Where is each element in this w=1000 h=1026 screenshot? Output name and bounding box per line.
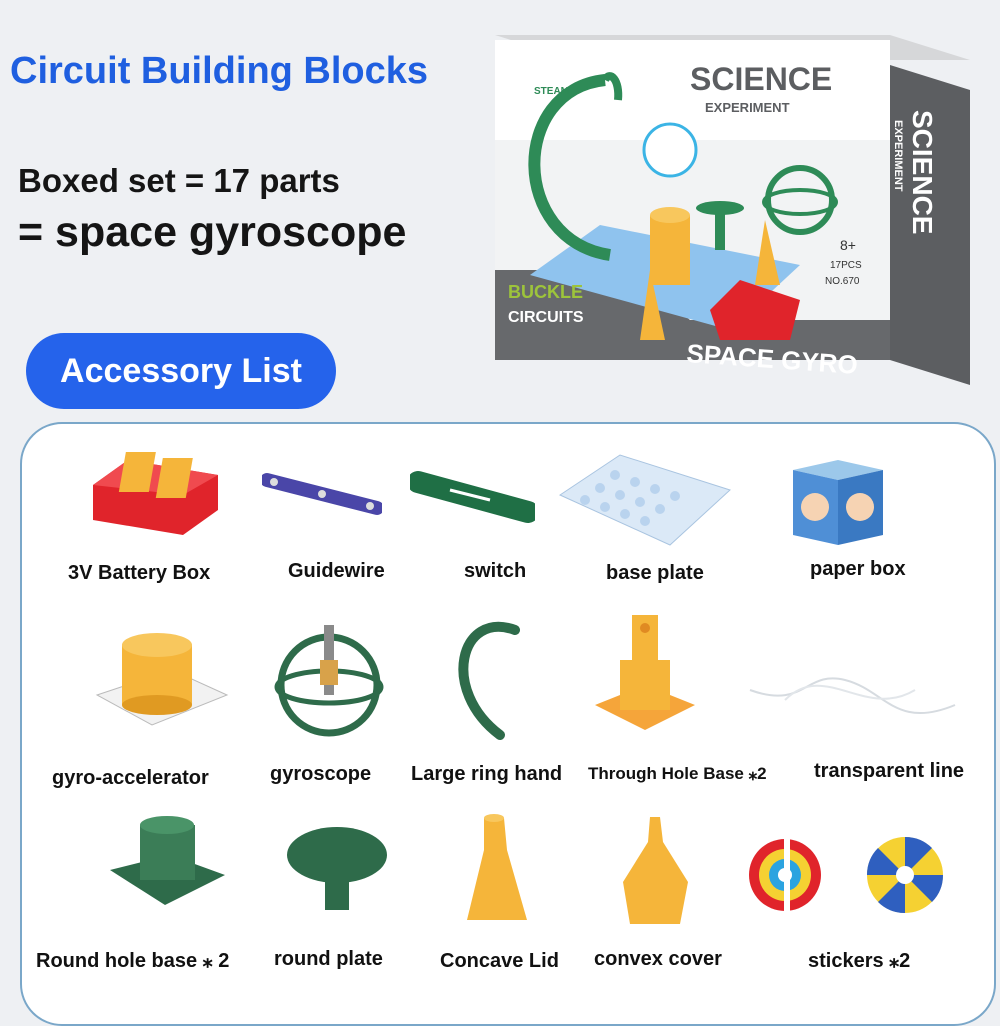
base-plate-icon: [555, 450, 735, 550]
through-hole-base-icon: [590, 610, 700, 740]
paper-box-icon: [788, 455, 888, 550]
transparent-line-icon: [745, 660, 960, 740]
product-equation-line: = space gyroscope: [18, 208, 407, 256]
steam-badge: STEAM: [534, 86, 569, 97]
label-battery-box: 3V Battery Box: [68, 562, 211, 584]
large-ring-hand-icon: [440, 610, 540, 745]
gyroscope-icon: [272, 615, 387, 745]
label-convex-cover: convex cover: [594, 948, 722, 970]
round-plate-icon: [285, 825, 390, 915]
label-guidewire: Guidewire: [288, 560, 385, 582]
label-round-hole-base: Round hole base ⁎ 2: [36, 950, 230, 972]
product-package-image: STEAM SCIENCE EXPERIMENT 8+ 17PCS NO.670…: [490, 30, 980, 390]
side-brand: SCIENCE: [907, 110, 938, 234]
label-through-hole-base: Through Hole Base ⁎2: [588, 764, 767, 783]
guidewire-icon: [262, 470, 382, 530]
label-gyroscope: gyroscope: [270, 763, 372, 785]
series-line1: BUCKLE: [508, 282, 583, 302]
package-pcs: 17PCS: [830, 260, 862, 271]
label-gyro-accelerator: gyro-accelerator: [52, 767, 209, 789]
label-round-plate: round plate: [274, 948, 383, 970]
side-brand-sub: EXPERIMENT: [892, 120, 904, 192]
label-switch: switch: [464, 560, 527, 582]
battery-box-icon: [88, 440, 228, 540]
label-stickers: stickers ⁎2: [808, 950, 911, 972]
label-large-ring-hand: Large ring hand: [411, 763, 563, 785]
package-age: 8+: [840, 237, 856, 253]
label-paper-box: paper box: [810, 558, 906, 580]
label-base-plate: base plate: [606, 562, 704, 584]
label-concave-lid: Concave Lid: [440, 950, 559, 972]
page-title: Circuit Building Blocks: [10, 50, 429, 92]
accessory-list-badge: Accessory List: [26, 333, 336, 409]
concave-lid-icon: [462, 810, 532, 930]
label-transparent-line: transparent line: [814, 760, 965, 782]
package-model: NO.670: [825, 276, 860, 287]
switch-icon: [410, 470, 535, 530]
package-brand-sub: EXPERIMENT: [705, 100, 790, 115]
gyro-accelerator-icon: [92, 625, 232, 745]
stickers-icon: [735, 835, 950, 915]
package-brand: SCIENCE: [690, 61, 832, 97]
round-hole-base-icon: [105, 815, 230, 915]
series-line2: CIRCUITS: [508, 309, 584, 326]
convex-cover-icon: [618, 812, 693, 932]
parts-count-line: Boxed set = 17 parts: [18, 162, 340, 199]
